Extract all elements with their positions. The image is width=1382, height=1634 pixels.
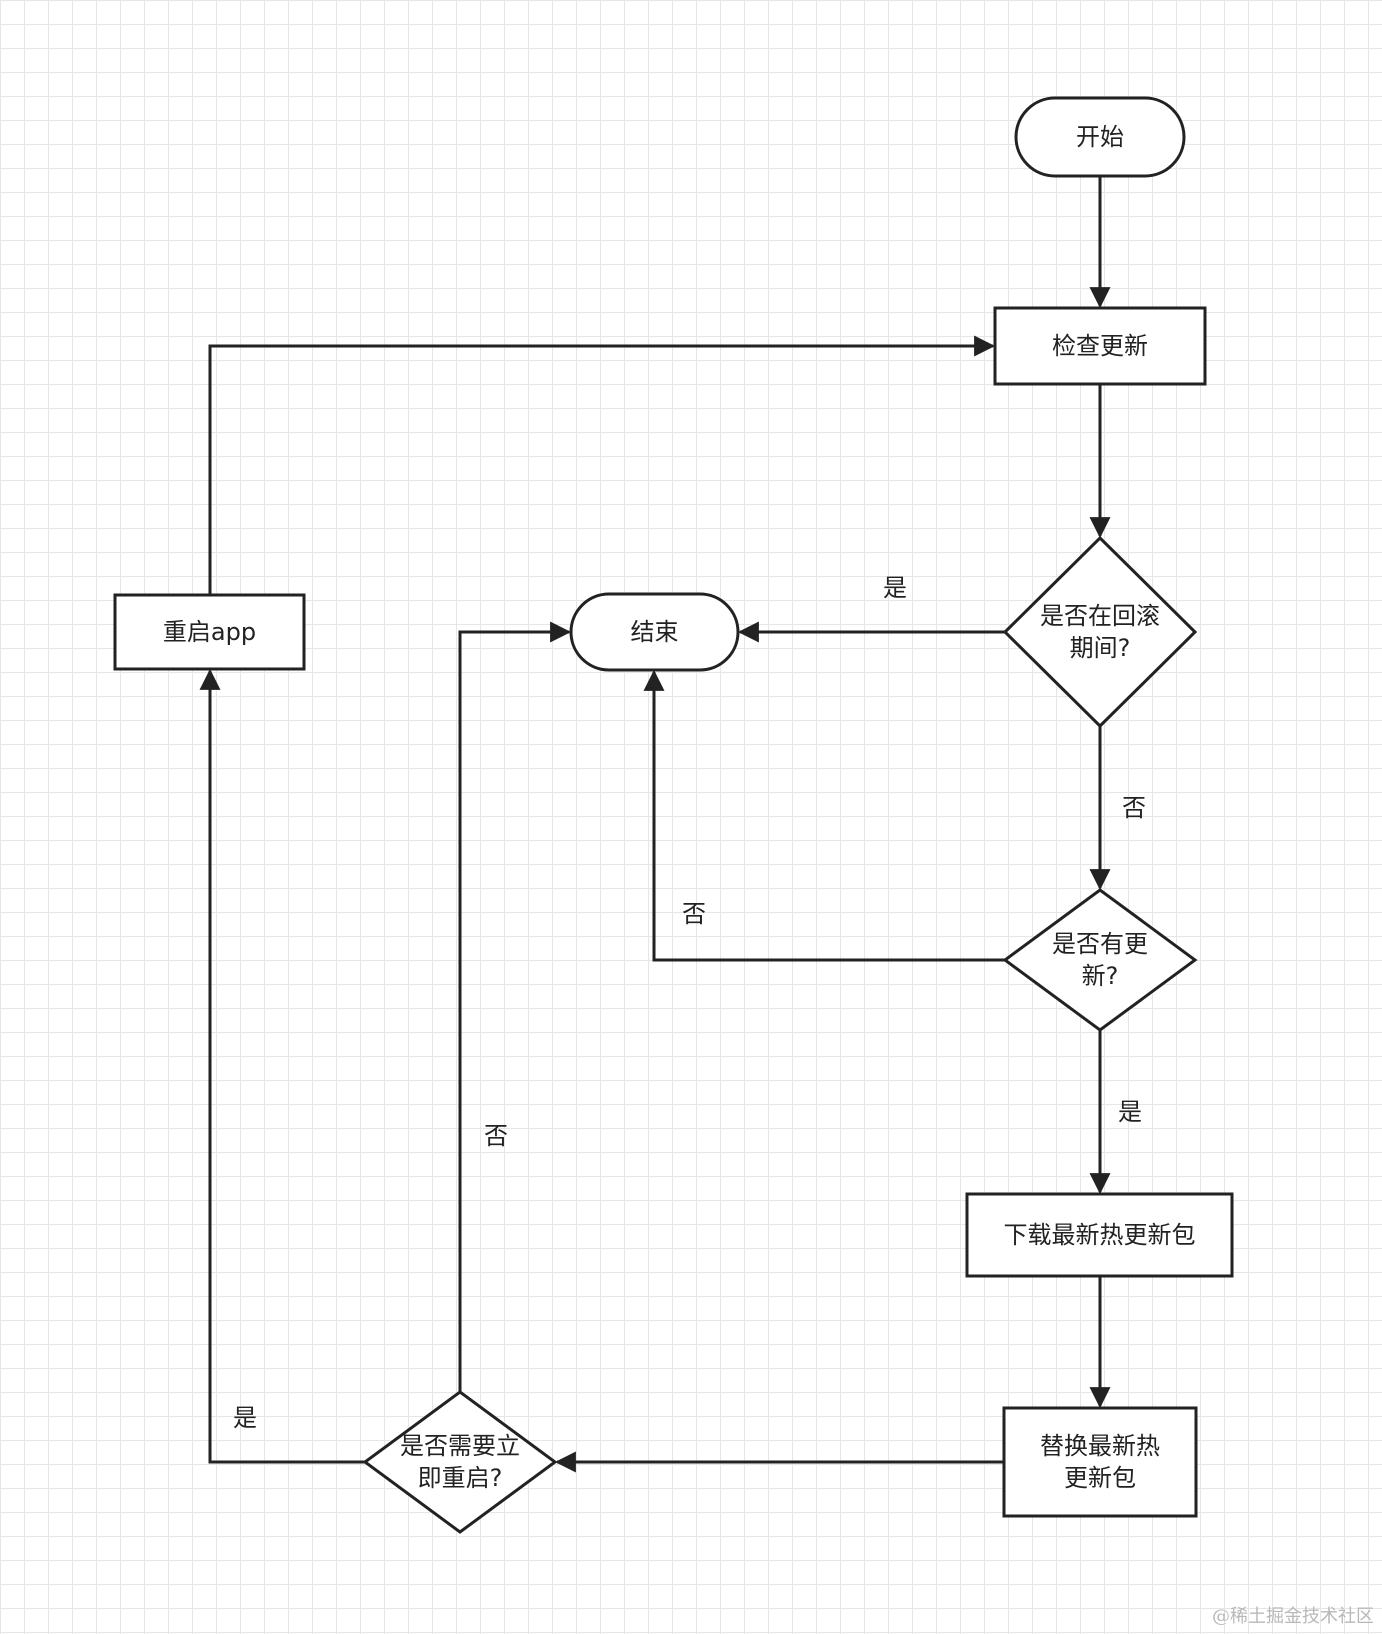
- edge-label-has-update-no: 否: [682, 900, 706, 928]
- start-node-label: 开始: [1076, 123, 1124, 151]
- restart-decision-shape: [362, 1390, 558, 1534]
- edge-restart-app-to-check: [208, 335, 996, 595]
- restart-app-node-label: 重启app: [162, 618, 257, 646]
- download-box-shape: [965, 1192, 1234, 1278]
- flowchart-edges: [199, 176, 1111, 1473]
- edge-label-rollback-no: 否: [1122, 794, 1146, 822]
- edge-restart-yes-to-restart-app: [199, 668, 365, 1464]
- end-node-label: 结束: [630, 618, 679, 646]
- edge-label-restart-no: 否: [484, 1122, 508, 1150]
- replace-box-shape: [1002, 1406, 1198, 1518]
- check-update-node-label: 检查更新: [1052, 332, 1148, 360]
- restart-app-box-shape: [113, 593, 306, 671]
- edge-label-has-update-yes: 是: [1118, 1098, 1142, 1126]
- replace-node-label: 替换最新热 更新包: [1040, 1432, 1160, 1492]
- watermark-text: @稀土掘金技术社区: [1212, 1606, 1374, 1627]
- rollback-decision-label: 是否在回滚 期间?: [1040, 602, 1160, 662]
- edge-label-restart-yes: 是: [233, 1404, 257, 1432]
- edge-has-update-no-to-end: [643, 669, 1005, 962]
- restart-decision-label: 是否需要立 即重启?: [400, 1432, 520, 1492]
- download-node-label: 下载最新热更新包: [1003, 1221, 1196, 1249]
- edge-restart-no-to-end: [458, 621, 572, 1392]
- check-update-box-shape: [993, 306, 1207, 386]
- edge-label-rollback-yes: 是: [883, 574, 907, 602]
- has-update-decision-label: 是否有更 新?: [1052, 930, 1148, 990]
